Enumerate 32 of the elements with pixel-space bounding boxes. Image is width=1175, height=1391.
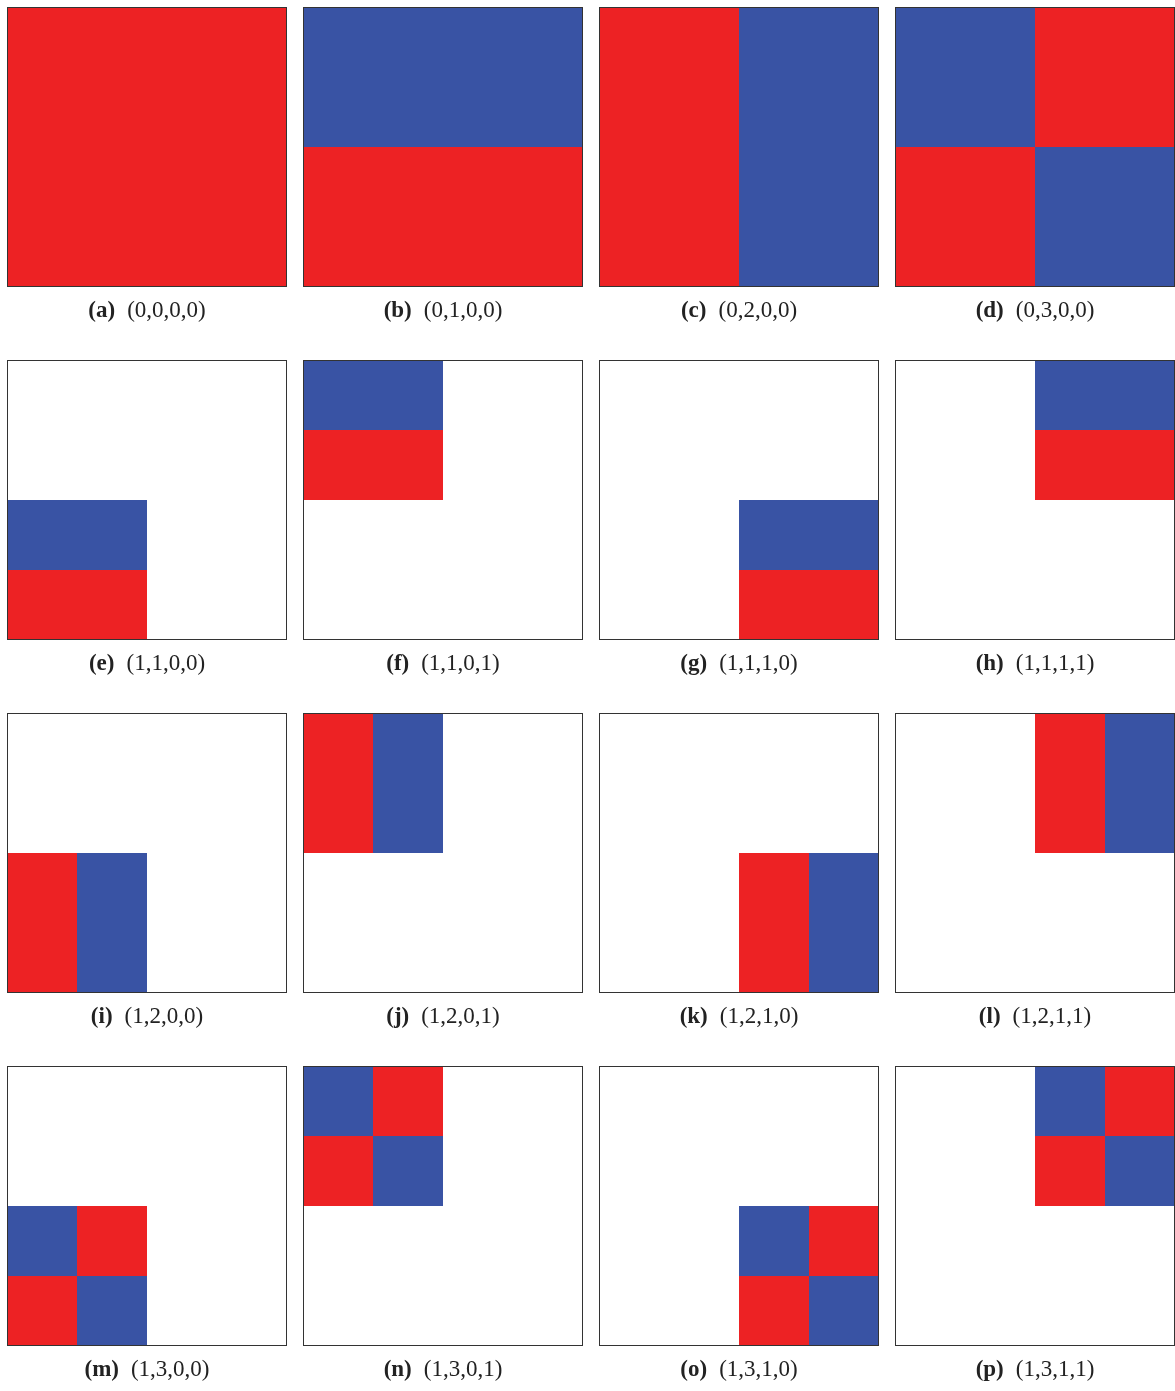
subfigure-caption: (0,1,0,0): [423, 297, 503, 323]
subfigure-caption: (1,1,0,1): [421, 650, 500, 676]
subfigure-caption: (1,3,1,0): [719, 1356, 798, 1382]
subfigure-label: (a): [88, 297, 116, 323]
subfigure-label: (f): [386, 650, 410, 676]
subfigure-label: (g): [680, 650, 708, 676]
subfigure-label: (c): [680, 297, 707, 323]
subfigure-caption: (1,2,0,1): [421, 1003, 500, 1029]
subfigure-label: (o): [680, 1356, 708, 1382]
subfigure-caption: (0,3,0,0): [1015, 297, 1095, 323]
subfigure-caption: (1,3,1,1): [1015, 1356, 1095, 1382]
subfigure-caption: (1,2,1,0): [719, 1003, 799, 1029]
subfigure-label: (n): [383, 1356, 412, 1382]
subfigure-caption: (1,1,1,1): [1015, 650, 1095, 676]
subfigure-label: (m): [84, 1356, 119, 1382]
subfigure-caption: (1,2,1,1): [1012, 1003, 1092, 1029]
subfigure-caption: (1,3,0,1): [423, 1356, 503, 1382]
subfigure-label: (j): [386, 1003, 410, 1029]
subfigure-caption: (1,2,0,0): [124, 1003, 204, 1029]
subfigure-caption: (1,1,1,0): [719, 650, 798, 676]
subfigure-label: (k): [679, 1003, 708, 1029]
subfigure-caption: (1,3,0,0): [130, 1356, 210, 1382]
subfigure-caption: (1,1,0,0): [126, 650, 206, 676]
subfigure-label: (b): [383, 297, 412, 323]
subfigure-label: (p): [975, 1356, 1004, 1382]
subfigure-label: (h): [975, 650, 1004, 676]
subfigure-caption: (0,0,0,0): [127, 297, 206, 323]
subfigure-label: (e): [88, 650, 115, 676]
subfigure-caption: (0,2,0,0): [718, 297, 798, 323]
subfigure-label: (i): [90, 1003, 113, 1029]
subfigure-label: (l): [978, 1003, 1001, 1029]
subfigure-label: (d): [975, 297, 1004, 323]
